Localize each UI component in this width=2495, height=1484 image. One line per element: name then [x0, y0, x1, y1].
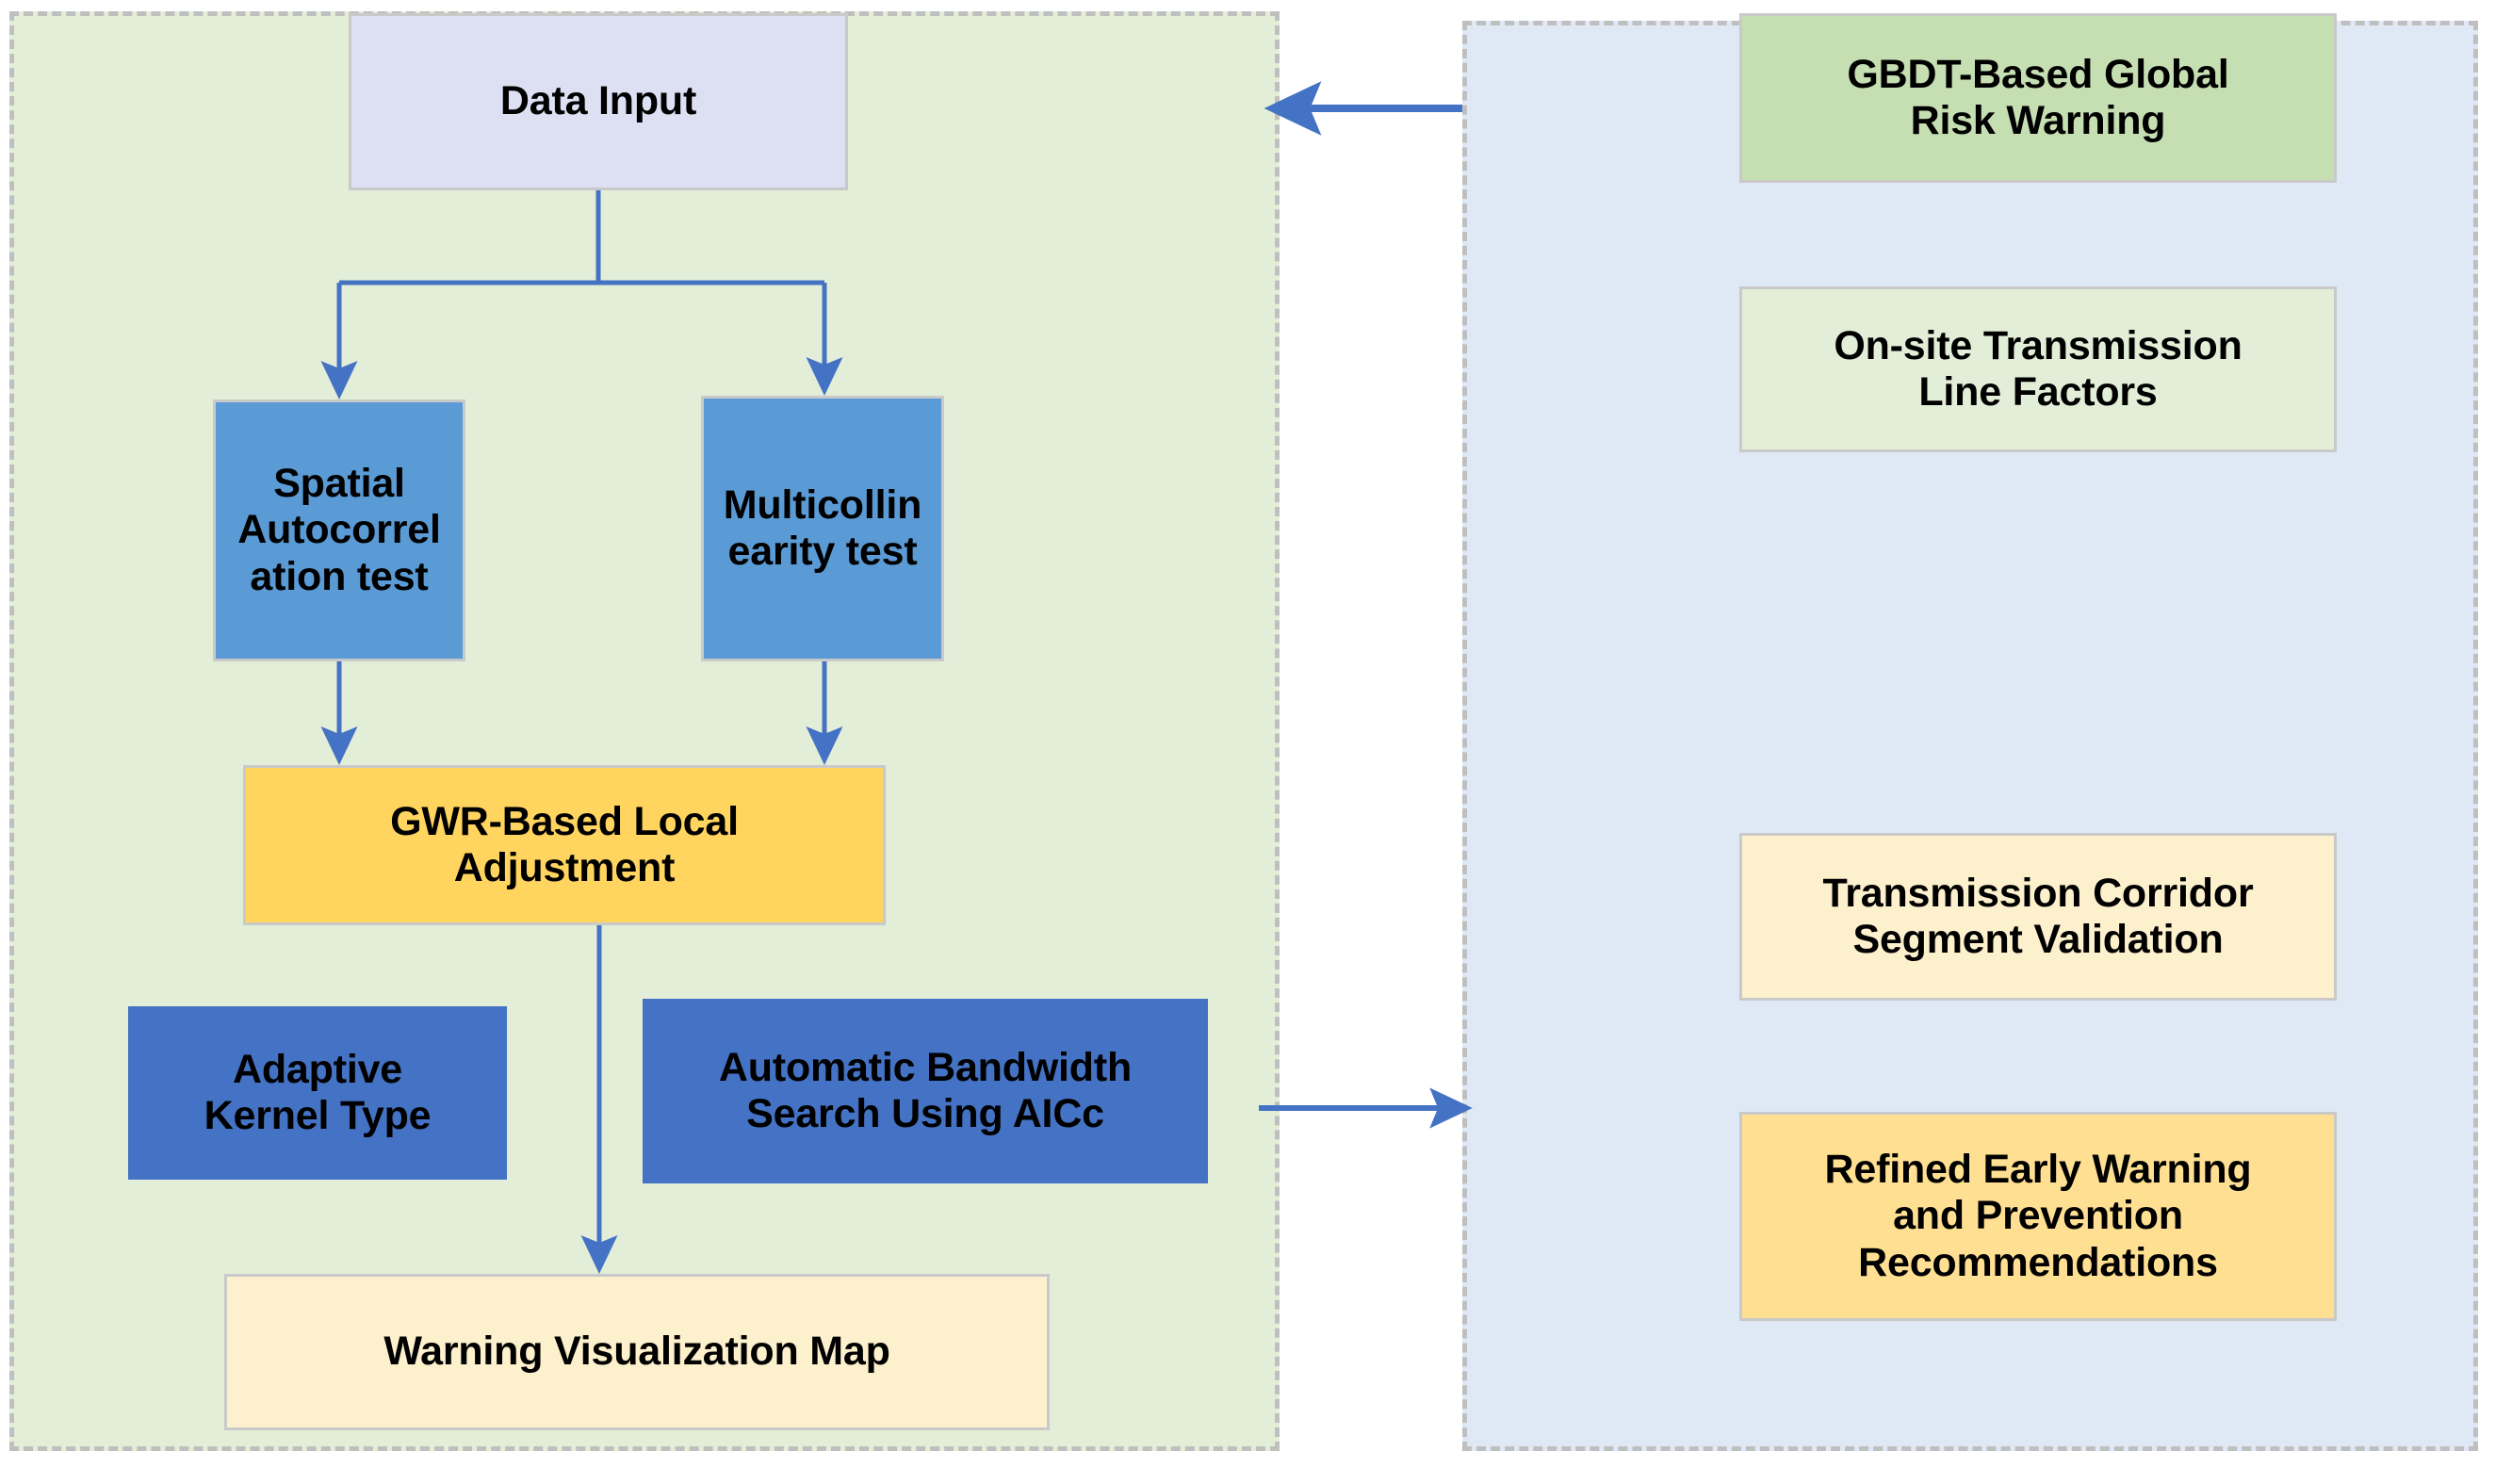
node-refined-early-warning-recommendations-label: Refined Early Warning and Prevention Rec…	[1742, 1147, 2334, 1285]
node-warning-visualization-map-label: Warning Visualization Map	[383, 1329, 890, 1375]
line-3: Recommendations	[1858, 1239, 2218, 1285]
line-2: and Prevention	[1893, 1193, 2183, 1239]
line-1: On-site Transmission	[1834, 322, 2242, 368]
node-adaptive-kernel-type[interactable]: Adaptive Kernel Type	[128, 1006, 507, 1180]
node-gbdt-based-global-risk-warning[interactable]: GBDT-Based Global Risk Warning	[1739, 13, 2337, 183]
node-gwr-based-local-adjustment-label: GWR-Based Local Adjustment	[246, 799, 883, 891]
node-refined-early-warning-recommendations[interactable]: Refined Early Warning and Prevention Rec…	[1739, 1112, 2337, 1321]
line-1: Automatic Bandwidth	[718, 1044, 1133, 1090]
line-1: GBDT-Based Global	[1847, 51, 2229, 97]
line-2: Line Factors	[1918, 369, 2158, 415]
line-2: earity test	[727, 529, 918, 574]
node-spatial-autocorrelation-test[interactable]: Spatial Autocorrel ation test	[213, 400, 465, 661]
node-spatial-autocorrelation-test-label: Spatial Autocorrel ation test	[216, 461, 463, 599]
left-panel-local-pipeline	[9, 11, 1280, 1451]
node-gbdt-based-global-risk-warning-label: GBDT-Based Global Risk Warning	[1742, 52, 2334, 144]
line-2: Kernel Type	[204, 1093, 432, 1138]
node-transmission-corridor-segment-validation-label: Transmission Corridor Segment Validation	[1742, 871, 2334, 963]
line-2: Autocorrel	[237, 507, 441, 553]
line-1: Refined Early Warning	[1824, 1147, 2252, 1193]
node-data-input[interactable]: Data Input	[349, 13, 848, 190]
line-1: Transmission Corridor	[1822, 870, 2254, 916]
node-warning-visualization-map[interactable]: Warning Visualization Map	[224, 1274, 1050, 1430]
node-automatic-bandwidth-search[interactable]: Automatic Bandwidth Search Using AICc	[643, 999, 1208, 1183]
node-data-input-label: Data Input	[499, 78, 697, 124]
line-1: Multicollin	[723, 481, 922, 528]
node-multicollinearity-test[interactable]: Multicollin earity test	[701, 396, 944, 661]
line-1: Adaptive	[233, 1046, 402, 1092]
node-adaptive-kernel-type-label: Adaptive Kernel Type	[128, 1047, 507, 1139]
line-2: Search Using AICc	[746, 1091, 1104, 1136]
node-transmission-corridor-segment-validation[interactable]: Transmission Corridor Segment Validation	[1739, 833, 2337, 1001]
line-2: Adjustment	[453, 845, 676, 890]
line-2: Segment Validation	[1852, 917, 2224, 962]
node-gwr-based-local-adjustment[interactable]: GWR-Based Local Adjustment	[243, 765, 886, 925]
node-onsite-transmission-line-factors-label: On-site Transmission Line Factors	[1742, 323, 2334, 416]
node-onsite-transmission-line-factors[interactable]: On-site Transmission Line Factors	[1739, 286, 2337, 452]
line-2: Risk Warning	[1910, 98, 2166, 143]
node-multicollinearity-test-label: Multicollin earity test	[704, 482, 941, 575]
node-automatic-bandwidth-search-label: Automatic Bandwidth Search Using AICc	[643, 1045, 1208, 1137]
line-1: GWR-Based Local	[390, 798, 739, 844]
line-1: Spatial	[273, 461, 405, 507]
line-3: ation test	[250, 553, 429, 599]
